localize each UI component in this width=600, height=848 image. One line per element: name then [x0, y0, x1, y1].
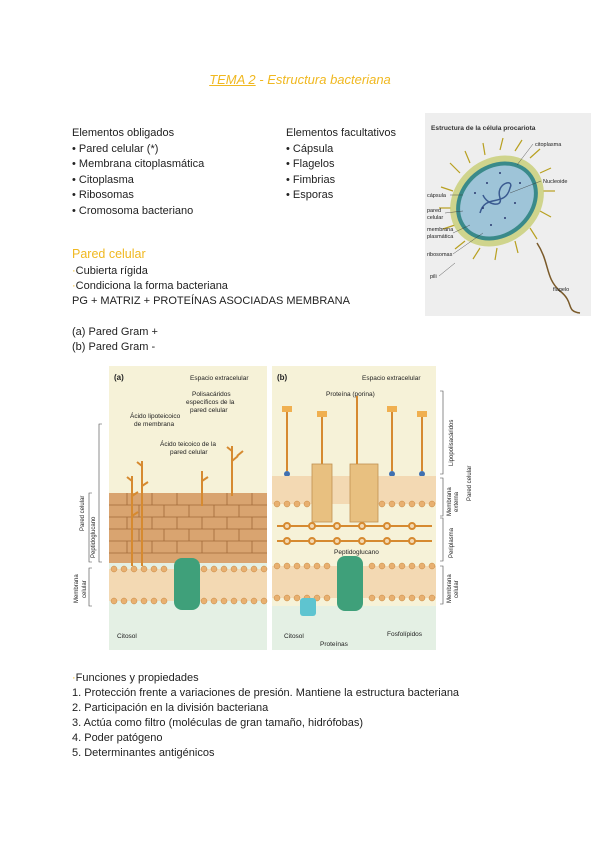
cell-figure-title: Estructura de la célula procariota: [431, 125, 536, 132]
list-item: • Membrana citoplasmática: [72, 158, 205, 170]
label-capsula: cápsula: [427, 193, 447, 199]
list-item: • Pared celular (*): [72, 142, 159, 155]
label-pared-1: pared: [427, 208, 441, 214]
membrane-protein-a: [174, 558, 200, 610]
fosfolipidos-label: Fosfolípidos: [387, 631, 423, 638]
right-memb-cel-label-1: Membrana: [447, 574, 453, 603]
list-item: • Cromosoma bacteriano: [72, 204, 194, 217]
left-peptido-label: Peptidoglucano: [91, 516, 97, 558]
label-pili: pili: [430, 274, 437, 280]
label-citoplasma: citoplasma: [535, 142, 562, 148]
bullet-icon: ·: [72, 280, 76, 292]
porina-label: Proteína (porina): [326, 391, 375, 398]
pared-line-1: ·Cubierta rígida: [72, 265, 148, 277]
cell-wall-figure: (a) (b) Espacio extracelular Espacio ext…: [74, 366, 473, 650]
polisac-label-3: pared celular: [190, 407, 228, 414]
title-rest: - Estructura bacteriana: [255, 72, 391, 87]
facultativos-list: Elementos facultativos • Cápsula • Flage…: [286, 126, 396, 204]
label-flagelo: flagelo: [553, 287, 569, 293]
prokaryote-cell-figure: Estructura de la célula procariota citop…: [425, 113, 591, 316]
list-item: 5. Determinantes antigénicos: [72, 747, 215, 759]
right-periplasma-label: Periplasma: [449, 527, 455, 558]
pared-line-2: ·Condiciona la forma bacteriana: [72, 280, 228, 292]
funciones-heading: ·Funciones y propiedades: [72, 672, 199, 684]
right-memb-ext-label-2: externa: [454, 491, 460, 512]
pared-heading: Pared celular: [72, 247, 146, 261]
acido-lipo-label-2: de membrana: [134, 421, 174, 428]
list-item: • Fimbrias: [286, 173, 336, 186]
panel-b-label: (b): [277, 373, 288, 382]
title-prefix: TEMA 2: [209, 72, 256, 87]
acido-lipo-label-1: Ácido lipoteicoico: [130, 411, 181, 420]
peptidoglucano-b-label: Peptidoglucano: [334, 549, 379, 556]
acido-teic-label-1: Ácido teicoico de la: [160, 439, 216, 448]
acido-teic-label-2: pared celular: [170, 449, 208, 456]
obligados-heading: Elementos obligados: [72, 127, 175, 139]
obligados-list: Elementos obligados • Pared celular (*) …: [72, 126, 204, 219]
label-membrana-1: membrana: [427, 227, 454, 233]
left-membrana-label-2: celular: [82, 580, 88, 598]
bullet-icon: ·: [72, 265, 76, 277]
gram-negative: (b) Pared Gram -: [72, 341, 156, 353]
list-item: 3. Actúa como filtro (moléculas de gran …: [72, 717, 364, 729]
extracel-a-label: Espacio extracelular: [190, 375, 249, 382]
left-pared-label: Pared celular: [80, 496, 86, 531]
label-membrana-2: plasmática: [427, 234, 454, 240]
list-item: • Esporas: [286, 189, 334, 201]
label-pared-2: celular: [427, 215, 443, 221]
extracel-b-label: Espacio extracelular: [362, 375, 421, 382]
peptidoglycan-bricks: [109, 493, 267, 563]
left-membrana-label-1: Membrana: [74, 574, 80, 603]
right-memb-cel-label-2: celular: [454, 580, 460, 598]
small-protein: [300, 598, 316, 616]
right-pared-label: Pared celular: [467, 466, 473, 501]
panel-a-label: (a): [114, 373, 124, 382]
facultativos-heading: Elementos facultativos: [286, 127, 397, 139]
label-nucleoide: Nucleoide: [543, 179, 567, 185]
list-item: • Cápsula: [286, 142, 334, 155]
right-lipopoli-label: Lipopolisacáridos: [449, 420, 455, 466]
list-item: • Citoplasma: [72, 173, 134, 186]
polisac-label-1: Polisacáridos: [192, 391, 231, 398]
right-memb-ext-label-1: Membrana: [447, 487, 453, 516]
list-item: 4. Poder patógeno: [72, 732, 163, 744]
list-item: 2. Participación en la división bacteria…: [72, 702, 269, 714]
list-item: • Flagelos: [286, 158, 335, 170]
citosol-a-label: Citosol: [117, 633, 137, 640]
proteinas-label: Proteínas: [320, 641, 349, 648]
page-title: TEMA 2 - Estructura bacteriana: [0, 72, 600, 87]
label-ribosomas: ribosomas: [427, 252, 453, 258]
polisac-label-2: específicos de la: [186, 399, 235, 406]
membrane-protein-b: [337, 556, 363, 611]
bullet-icon: ·: [72, 672, 76, 684]
list-item: 1. Protección frente a variaciones de pr…: [72, 687, 460, 699]
list-item: • Ribosomas: [72, 189, 134, 201]
gram-positive: (a) Pared Gram +: [72, 326, 158, 338]
citosol-b-label: Citosol: [284, 633, 304, 640]
pared-formula: PG + MATRIZ + PROTEÍNAS ASOCIADAS MEMBRA…: [72, 295, 350, 307]
